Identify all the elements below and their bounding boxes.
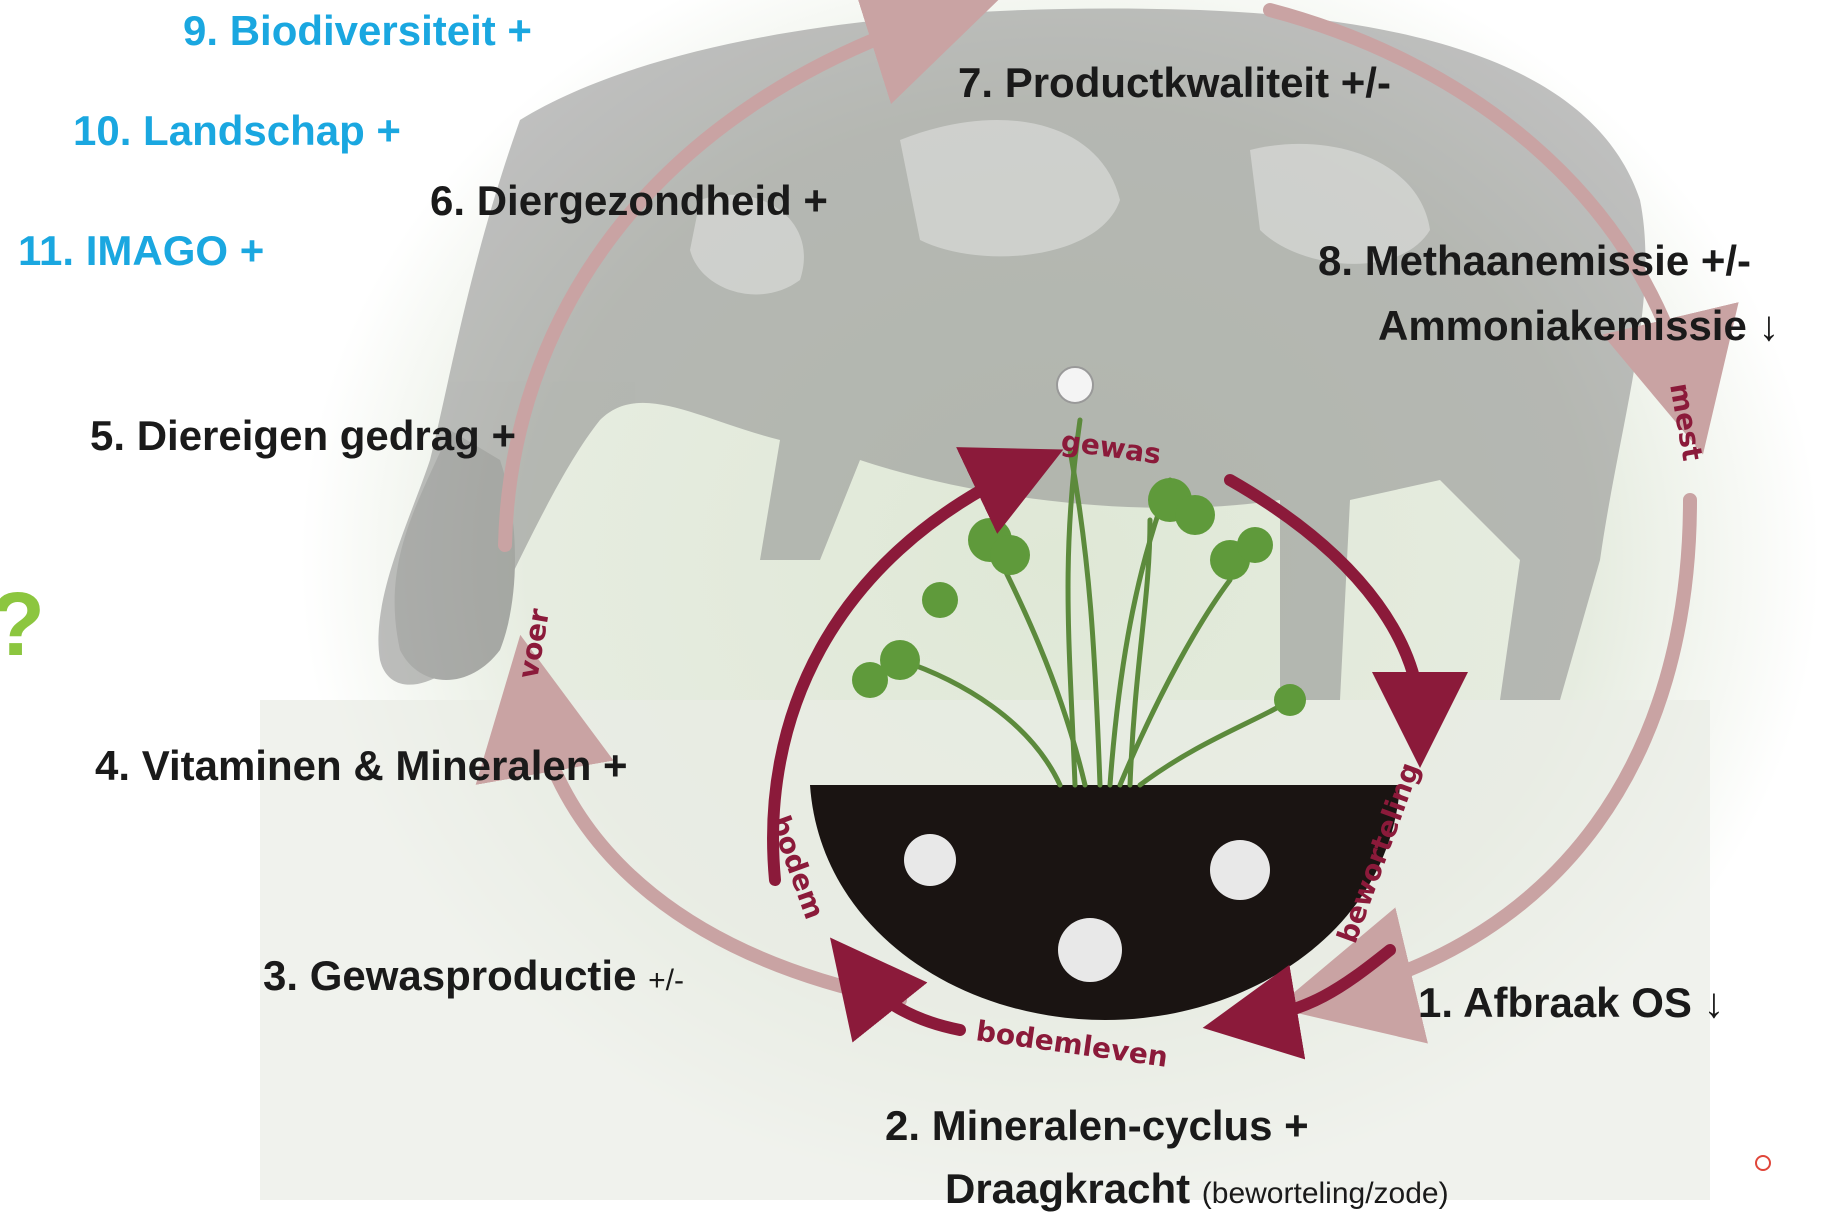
label-gewasproductie-text: 3. Gewasproductie [263,952,636,999]
label-draagkracht-note: (beworteling/zode) [1202,1177,1449,1210]
label-landschap: 10. Landschap + [73,110,401,152]
soil-organism-1 [904,834,956,886]
soil-organism-2 [1058,918,1122,982]
soil-organism-3 [1210,840,1270,900]
label-gewasproductie-suffix: +/- [648,964,684,997]
label-biodiversiteit: 9. Biodiversiteit + [183,10,532,52]
label-diereigen-gedrag: 5. Diereigen gedrag + [90,415,516,457]
label-diergezondheid: 6. Diergezondheid + [430,180,828,222]
label-ammoniakemissie: Ammoniakemissie ↓ [1378,305,1780,347]
small-circle-marker [1755,1155,1771,1171]
label-draagkracht-text: Draagkracht [945,1165,1190,1212]
label-draagkracht: Draagkracht (beworteling/zode) [945,1168,1449,1210]
label-imago: 11. IMAGO + [18,230,264,272]
label-methaanemissie: 8. Methaanemissie +/- [1318,240,1751,282]
label-afbraak-os: 1. Afbraak OS ↓ [1418,982,1725,1024]
label-productkwaliteit: 7. Productkwaliteit +/- [958,62,1391,104]
label-mineralen-cyclus: 2. Mineralen-cyclus + [885,1105,1309,1147]
label-gewasproductie: 3. Gewasproductie +/- [263,955,684,997]
dandelion-head [1057,367,1093,403]
question-mark: ? [0,580,45,670]
label-vitaminen-mineralen: 4. Vitaminen & Mineralen + [95,745,628,787]
